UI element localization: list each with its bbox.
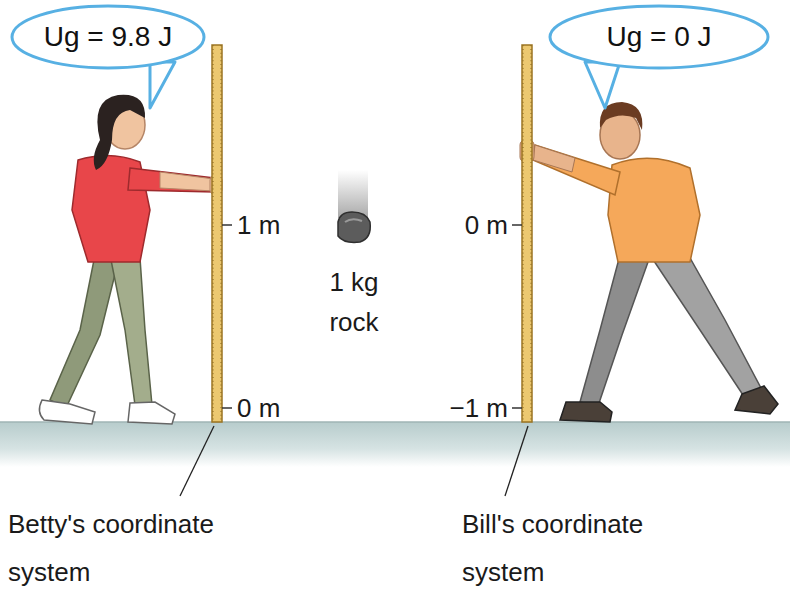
- leader-line: [505, 426, 528, 496]
- speech-bubble: Ug = 9.8 J: [10, 4, 206, 70]
- bubble-tail: [150, 62, 175, 108]
- caption-label: Bill's coordinate system: [462, 500, 712, 596]
- scale-label: 0 m: [420, 210, 508, 240]
- motion-blur: [338, 170, 368, 218]
- leader-line: [180, 426, 214, 496]
- scale-label: 1 m: [237, 210, 317, 240]
- scale-label: −1 m: [400, 393, 508, 423]
- speech-bubble: Ug = 0 J: [548, 4, 770, 70]
- bubble-text: Ug = 0 J: [606, 21, 711, 53]
- rock: [338, 212, 370, 242]
- bubble-text: Ug = 9.8 J: [44, 21, 172, 53]
- scale-label: 0 m: [237, 393, 317, 423]
- ground: [0, 422, 790, 467]
- meter-stick: [522, 45, 532, 422]
- mass-label: 1 kg rock: [312, 262, 396, 342]
- meter-stick: [212, 45, 222, 422]
- bubble-tail: [585, 62, 620, 108]
- betty-figure: [39, 95, 222, 424]
- caption-label: Betty's coordinate system: [8, 500, 270, 596]
- bill-figure: [520, 102, 778, 422]
